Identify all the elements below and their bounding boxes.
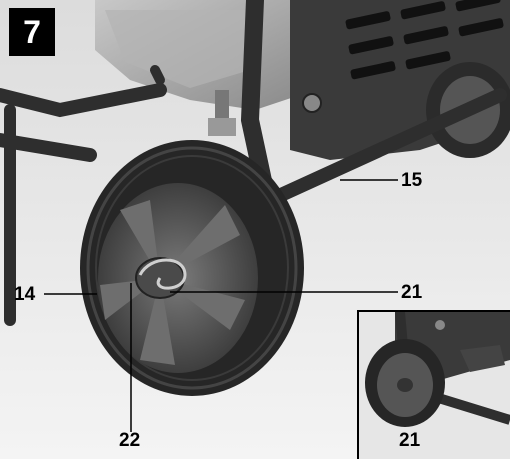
inset-photo [359,311,510,459]
bolt [302,93,322,113]
callout-15: 15 [401,170,423,191]
inset-frame [357,310,510,459]
callout-21-inset: 21 [399,430,421,451]
figure-number-badge: 7 [9,8,55,56]
axle [263,88,507,207]
callout-21-main: 21 [401,282,423,303]
callout-14: 14 [14,284,36,305]
callout-22: 22 [119,430,141,451]
